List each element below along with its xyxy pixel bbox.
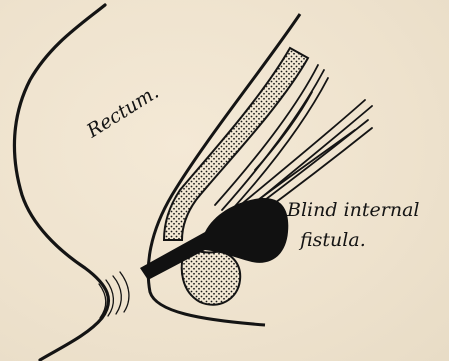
rectum-label: Rectum. — [82, 81, 162, 143]
fistula-label-line2: fistula. — [298, 229, 366, 251]
rectal-wall — [14, 5, 108, 360]
fistula-label-line1: Blind internal — [286, 199, 419, 221]
anal-verge-marks — [99, 272, 129, 318]
